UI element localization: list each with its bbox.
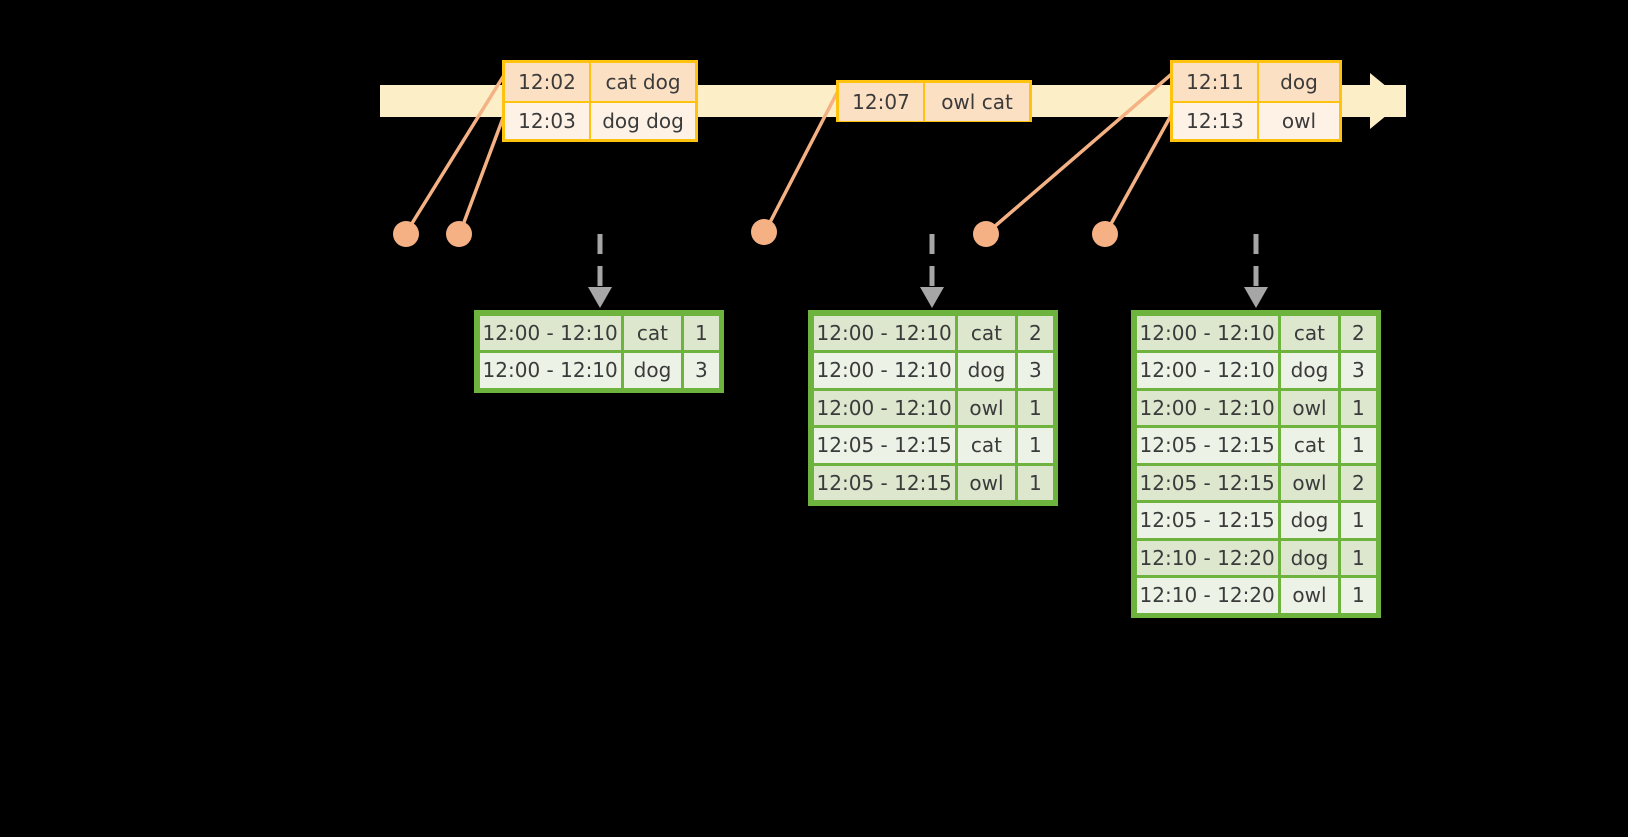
table-cell-window: 12:10 - 12:20 — [1136, 578, 1278, 613]
table-cell-count: 1 — [1341, 390, 1376, 425]
table-cell-count: 3 — [1341, 353, 1376, 388]
table-cell-word: owl — [1280, 390, 1339, 425]
table-cell-count: 2 — [1018, 315, 1053, 350]
table-cell-word: dog — [1280, 503, 1339, 538]
timeline-arrowhead — [1370, 73, 1404, 129]
event-group-3[interactable]: 12:11 dog 12:13 owl — [1170, 60, 1342, 142]
table-cell-word: owl — [957, 465, 1016, 500]
connector-dot-4 — [973, 221, 999, 247]
table-cell-count: 2 — [1341, 465, 1376, 500]
table-cell-window: 12:00 - 12:10 — [813, 353, 955, 388]
event-group-1[interactable]: 12:02 cat dog 12:03 dog dog — [502, 60, 698, 142]
table-cell-count: 1 — [1018, 428, 1053, 463]
connector-dot-1 — [393, 221, 419, 247]
table-cell-window: 12:05 - 12:15 — [1136, 465, 1278, 500]
table-cell-window: 12:05 - 12:15 — [813, 465, 955, 500]
connector-dot-2 — [446, 221, 472, 247]
event-time: 12:11 — [1186, 70, 1244, 94]
event-group-2[interactable]: 12:07 owl cat — [836, 80, 1032, 122]
table-cell-word: dog — [1280, 353, 1339, 388]
table-cell-window: 12:05 - 12:15 — [1136, 503, 1278, 538]
table-cell-window: 12:00 - 12:10 — [1136, 390, 1278, 425]
table-cell-word: cat — [957, 315, 1016, 350]
table-cell-window: 12:10 - 12:20 — [1136, 540, 1278, 575]
event-value: dog — [1257, 63, 1339, 101]
connector-dot-5 — [1092, 221, 1118, 247]
table-cell-window: 12:00 - 12:10 — [479, 353, 621, 388]
table-cell-count: 1 — [1018, 465, 1053, 500]
event-time: 12:03 — [518, 109, 576, 133]
dashed-arrowheads — [588, 287, 1268, 308]
event-row: 12:07 owl cat — [839, 83, 1029, 121]
table-cell-word: dog — [957, 353, 1016, 388]
table-cell-count: 1 — [1018, 390, 1053, 425]
event-time: 12:13 — [1186, 109, 1244, 133]
connector-line-1 — [404, 71, 508, 234]
dashed-arrowhead-2 — [920, 287, 944, 308]
connector-line-3 — [763, 86, 842, 233]
table-cell-count: 1 — [1341, 578, 1376, 613]
dashed-arrowhead-1 — [588, 287, 612, 308]
table-cell-count: 3 — [684, 353, 719, 388]
table-cell-count: 1 — [1341, 540, 1376, 575]
table-cell-window: 12:00 - 12:10 — [1136, 353, 1278, 388]
table-cell-word: dog — [623, 353, 682, 388]
table-cell-word: cat — [623, 315, 682, 350]
table-cell-window: 12:05 - 12:15 — [1136, 428, 1278, 463]
event-value: dog dog — [589, 103, 695, 139]
table-cell-word: owl — [1280, 465, 1339, 500]
connector-line-5 — [1104, 109, 1176, 234]
event-value: owl cat — [923, 83, 1029, 121]
table-cell-window: 12:00 - 12:10 — [479, 315, 621, 350]
table-cell-window: 12:00 - 12:10 — [1136, 315, 1278, 350]
event-time: 12:02 — [518, 70, 576, 94]
table-cell-word: dog — [1280, 540, 1339, 575]
connector-line-2 — [458, 109, 508, 234]
connector-dots — [393, 219, 1118, 247]
dashed-arrowhead-3 — [1244, 287, 1268, 308]
table-cell-word: cat — [1280, 315, 1339, 350]
table-cell-word: cat — [1280, 428, 1339, 463]
table-cell-window: 12:00 - 12:10 — [813, 390, 955, 425]
event-time: 12:07 — [852, 90, 910, 114]
event-row: 12:13 owl — [1173, 101, 1339, 139]
table-cell-count: 1 — [1341, 503, 1376, 538]
event-value: cat dog — [589, 63, 695, 101]
table-cell-word: owl — [1280, 578, 1339, 613]
table-cell-window: 12:05 - 12:15 — [813, 428, 955, 463]
table-cell-word: owl — [957, 390, 1016, 425]
connector-dot-3 — [751, 219, 777, 245]
event-row: 12:11 dog — [1173, 63, 1339, 101]
table-cell-count: 3 — [1018, 353, 1053, 388]
table-cell-count: 1 — [684, 315, 719, 350]
table-cell-window: 12:00 - 12:10 — [813, 315, 955, 350]
event-value: owl — [1257, 103, 1339, 139]
event-row: 12:02 cat dog — [505, 63, 695, 101]
event-row: 12:03 dog dog — [505, 101, 695, 139]
table-cell-count: 2 — [1341, 315, 1376, 350]
table-cell-word: cat — [957, 428, 1016, 463]
dashed-arrows — [597, 234, 1259, 288]
table-cell-count: 1 — [1341, 428, 1376, 463]
